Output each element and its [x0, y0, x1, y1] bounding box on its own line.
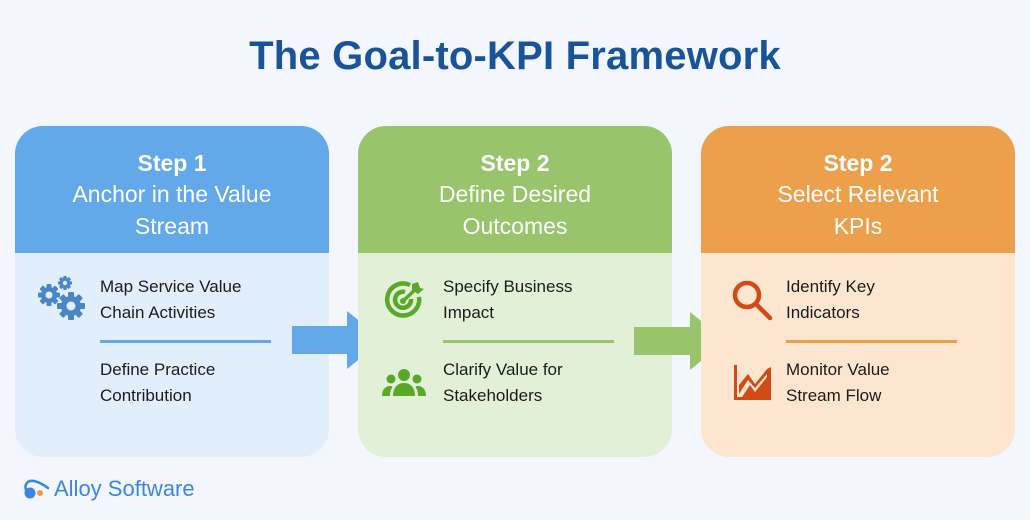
item-text-line: Clarify Value for [443, 360, 563, 379]
alloy-logo-icon [24, 479, 50, 499]
step-title-line: KPIs [833, 213, 883, 239]
step-item: Map Service Value Chain Activities [100, 274, 241, 326]
step-item: Identify Key Indicators [786, 274, 875, 326]
magnifier-icon [732, 280, 773, 321]
step-card-3: Step 2 Select Relevant KPIs Identify Key… [701, 126, 1015, 457]
page-title: The Goal-to-KPI Framework [249, 34, 781, 78]
item-text-line: Indicators [786, 303, 860, 322]
step-title-line: Define Desired [438, 181, 592, 207]
step-label: Step 1 [137, 150, 207, 176]
step-label: Step 2 [480, 150, 550, 176]
target-icon [384, 281, 424, 318]
step-card-2: Step 2 Define Desired Outcomes Specify B… [358, 126, 672, 457]
item-text-line: Identify Key [786, 277, 875, 296]
brand-logo: Alloy Software [22, 476, 195, 502]
divider [100, 340, 271, 343]
divider [443, 340, 614, 343]
step-header-2: Step 2 Define Desired Outcomes [358, 126, 672, 253]
item-text-line: Specify Business [443, 277, 573, 296]
step-body-1: Map Service Value Chain Activities Defin… [15, 253, 329, 457]
item-text-line: Chain Activities [100, 303, 216, 322]
item-text-line: Define Practice [100, 360, 216, 379]
item-text-line: Monitor Value [786, 360, 890, 379]
step-label: Step 2 [823, 150, 893, 176]
people-group-icon [382, 369, 426, 396]
item-text-line: Stakeholders [443, 386, 543, 405]
item-text-line: Impact [443, 303, 495, 322]
step-header-3: Step 2 Select Relevant KPIs [701, 126, 1015, 253]
step-card-1: Step 1 Anchor in the Value Stream [15, 126, 329, 457]
step-item: Clarify Value for Stakeholders [443, 357, 563, 409]
step-body-3: Identify Key Indicators Monitor Value St… [701, 253, 1015, 457]
step-title-line: Anchor in the Value [72, 181, 272, 207]
step-header-1: Step 1 Anchor in the Value Stream [15, 126, 329, 253]
gears-icon [38, 276, 85, 320]
brand-name: Alloy Software [54, 476, 195, 501]
step-title-line: Select Relevant [777, 181, 939, 207]
item-text-line: Contribution [100, 386, 192, 405]
item-text-line: Map Service Value [100, 277, 242, 296]
item-text-line: Stream Flow [786, 386, 882, 405]
step-item: Define Practice Contribution [100, 357, 215, 409]
step-body-2: Specify Business Impact Clarify Value fo… [358, 253, 672, 457]
area-chart-icon [734, 365, 771, 400]
step-title-line: Stream [134, 213, 210, 239]
step-item: Specify Business Impact [443, 274, 572, 326]
divider [786, 340, 957, 343]
step-item: Monitor Value Stream Flow [786, 357, 890, 409]
step-title-line: Outcomes [462, 213, 568, 239]
